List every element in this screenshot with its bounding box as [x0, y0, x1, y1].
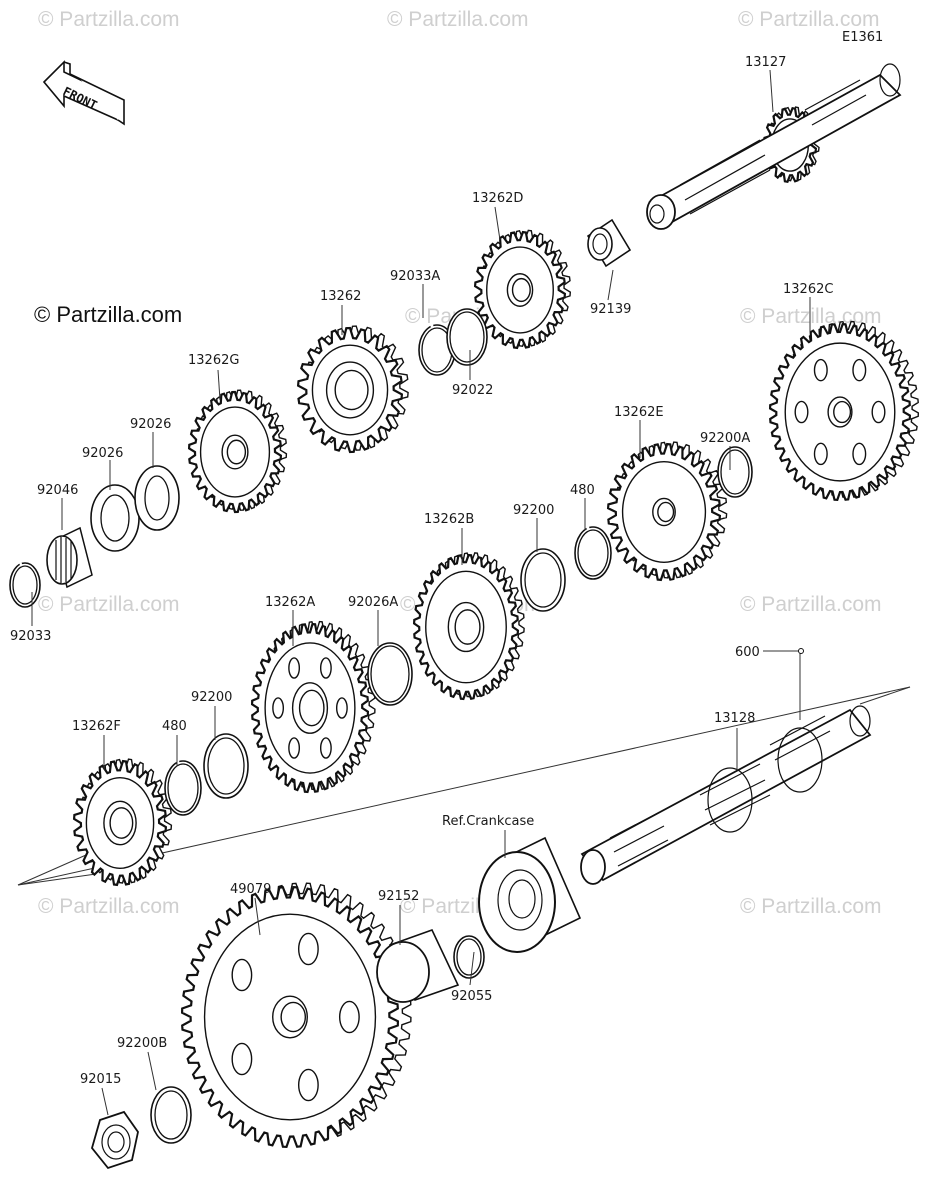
circlip-92033: [9, 561, 41, 608]
front-arrow-icon: FRONT: [42, 60, 125, 126]
washer-92026: [134, 465, 180, 531]
part-label-92152: 92152: [378, 889, 419, 904]
part-label-600: 600: [735, 645, 760, 660]
diagram-id-label: E1361: [842, 30, 883, 45]
part-label-13128: 13128: [714, 711, 755, 726]
part-label-92022: 92022: [452, 383, 493, 398]
watermark: © Partzilla.com: [738, 8, 880, 31]
part-label-92015: 92015: [80, 1072, 121, 1087]
washer-92026A: [367, 642, 413, 706]
part-label-92046: 92046: [37, 483, 78, 498]
gear-layer: [9, 106, 920, 1149]
watermark: © Partzilla.com: [740, 593, 882, 616]
part-label-480: 480: [162, 719, 187, 734]
gear-13262A: [250, 620, 376, 794]
part-label-92033: 92033: [10, 629, 51, 644]
needle-bearing-92046: [46, 526, 93, 589]
part-label-13262B: 13262B: [424, 512, 474, 527]
shaft-13127: [646, 63, 902, 230]
gear-13262E: [606, 441, 728, 582]
shaft-13128: [580, 705, 872, 885]
part-label-13262C: 13262C: [783, 282, 833, 297]
circlip-92033A: [418, 323, 456, 376]
collar-92152: [376, 929, 460, 1003]
watermark: © Partzilla.com: [38, 593, 180, 616]
part-label-13262E: 13262E: [614, 405, 664, 420]
copyright-text: © Partzilla.com: [34, 302, 182, 327]
gear-13262D: [473, 229, 572, 350]
watermark: © Partzilla.com: [387, 8, 529, 31]
gear-13262C: [768, 320, 920, 502]
circlip-480: [164, 760, 202, 816]
part-label-13127: 13127: [745, 55, 786, 70]
nut-92015: [91, 1110, 139, 1170]
gear-13262: [296, 325, 409, 454]
part-label-92033A: 92033A: [390, 269, 440, 284]
part-label-92026: 92026: [130, 417, 171, 432]
collar-92139: [586, 218, 632, 268]
circlip-92200B: [150, 1086, 192, 1144]
part-label-480: 480: [570, 483, 595, 498]
gear-13262G: [187, 389, 288, 514]
part-labels: 13127 13262D 92139 92033A 92022 13262 13…: [10, 55, 833, 1087]
circlip-92200: [520, 548, 566, 612]
watermark: © Partzilla.com: [38, 895, 180, 918]
ref-crankcase-label: Ref.Crankcase: [442, 814, 534, 829]
part-label-92200A: 92200A: [700, 431, 750, 446]
washer-92026: [90, 484, 140, 552]
part-label-92139: 92139: [590, 302, 631, 317]
circlip-92200A: [717, 446, 753, 498]
part-label-13262G: 13262G: [188, 353, 239, 368]
part-label-92055: 92055: [451, 989, 492, 1004]
leader-lines: [31, 69, 811, 1116]
part-label-92200: 92200: [191, 690, 232, 705]
part-label-13262A: 13262A: [265, 595, 315, 610]
gear-13262F: [72, 758, 173, 887]
crankcase-bearing: [478, 836, 582, 953]
part-label-13262: 13262: [320, 289, 361, 304]
part-label-92200B: 92200B: [117, 1036, 167, 1051]
gear-13262B: [412, 552, 525, 701]
part-label-92026A: 92026A: [348, 595, 398, 610]
part-label-13262D: 13262D: [472, 191, 523, 206]
watermark: © Partzilla.com: [38, 8, 180, 31]
watermark: © Partzilla.com: [740, 305, 882, 328]
circlip-92055: [453, 935, 485, 979]
part-label-92026: 92026: [82, 446, 123, 461]
part-label-13262F: 13262F: [72, 719, 121, 734]
circlip-92200: [203, 733, 249, 799]
circlip-480: [574, 526, 612, 580]
gear-49079: [180, 882, 412, 1149]
washer-92022: [446, 308, 488, 366]
axis-lines: [17, 686, 911, 886]
watermark: © Partzilla.com: [740, 895, 882, 918]
part-label-92200: 92200: [513, 503, 554, 518]
part-label-49079: 49079: [230, 882, 271, 897]
